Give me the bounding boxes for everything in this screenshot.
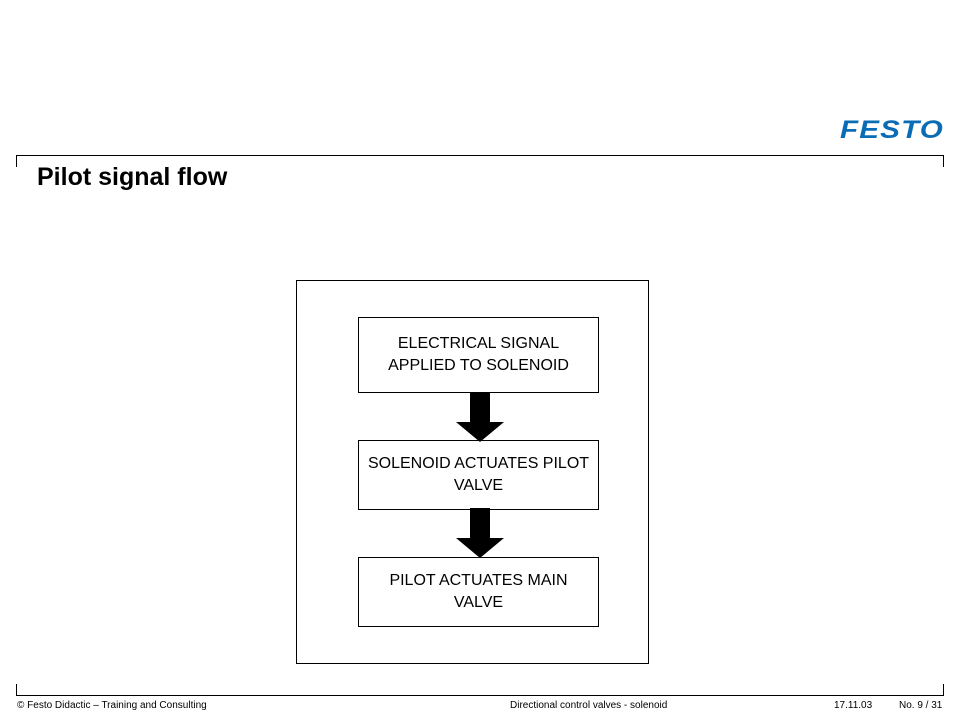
down-arrow-icon <box>456 508 504 558</box>
footer-date: 17.11.03 <box>834 700 873 711</box>
svg-text:FESTO: FESTO <box>840 116 944 144</box>
diagram-frame <box>296 280 649 664</box>
footer-page-number: No. 9 / 31 <box>899 700 943 711</box>
step-label: PILOT ACTUATES MAIN VALVE <box>389 572 568 611</box>
step-solenoid-actuates: SOLENOID ACTUATES PILOT VALVE <box>358 440 599 510</box>
festo-logo: FESTO <box>840 116 944 144</box>
step-label: ELECTRICAL SIGNAL APPLIED TO SOLENOID <box>388 335 569 374</box>
down-arrow-icon <box>456 392 504 442</box>
page-title: Pilot signal flow <box>37 163 228 191</box>
footer-rule <box>16 684 944 696</box>
step-pilot-actuates: PILOT ACTUATES MAIN VALVE <box>358 557 599 627</box>
header-rule <box>16 155 944 167</box>
footer-copyright: © Festo Didactic – Training and Consulti… <box>17 700 207 711</box>
footer-topic: Directional control valves - solenoid <box>510 700 668 711</box>
step-label: SOLENOID ACTUATES PILOT VALVE <box>367 455 590 494</box>
step-electrical-signal: ELECTRICAL SIGNAL APPLIED TO SOLENOID <box>358 317 599 393</box>
